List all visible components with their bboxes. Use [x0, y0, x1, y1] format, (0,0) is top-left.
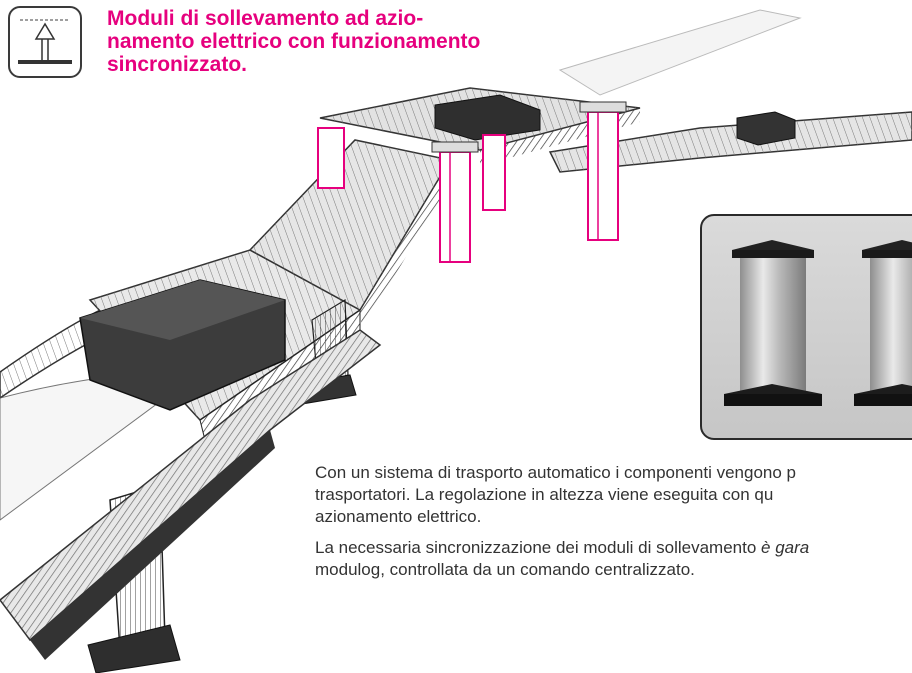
- arrow-up-icon: [18, 19, 72, 64]
- paragraph-1-line-3: azionamento elettrico.: [315, 507, 482, 526]
- page-title: Moduli di sollevamento ad azio- namento …: [107, 7, 537, 76]
- crate-right: [736, 111, 796, 146]
- paragraph-2-text: La necessaria sincronizzazione dei modul…: [315, 538, 762, 557]
- paragraph-1-line-2: trasportatori. La regolazione in altezza…: [315, 485, 774, 504]
- title-line-1: Moduli di sollevamento ad azio-: [107, 7, 424, 30]
- paragraph-2: La necessaria sincronizzazione dei modul…: [315, 537, 912, 581]
- lifting-module-icon: [8, 6, 82, 78]
- lifting-column-image: [724, 240, 912, 406]
- lifting-columns-photo: [700, 214, 912, 440]
- paragraph-2-italic: è gara: [761, 538, 810, 557]
- title-line-2: namento elettrico con funzionamento: [107, 30, 481, 53]
- crate-top: [434, 94, 541, 141]
- paragraph-1: Con un sistema di trasporto automatico i…: [315, 462, 912, 528]
- title-line-3: sincronizzato.: [107, 53, 248, 76]
- paragraph-1-line-1: Con un sistema di trasporto automatico i…: [315, 463, 796, 482]
- pink-lifting-columns: [317, 101, 627, 263]
- body-text: Con un sistema di trasporto automatico i…: [315, 462, 912, 590]
- paragraph-2-line-2: modulog, controllata da un comando centr…: [315, 560, 695, 579]
- paragraph-2-line-1: La necessaria sincronizzazione dei modul…: [315, 537, 912, 559]
